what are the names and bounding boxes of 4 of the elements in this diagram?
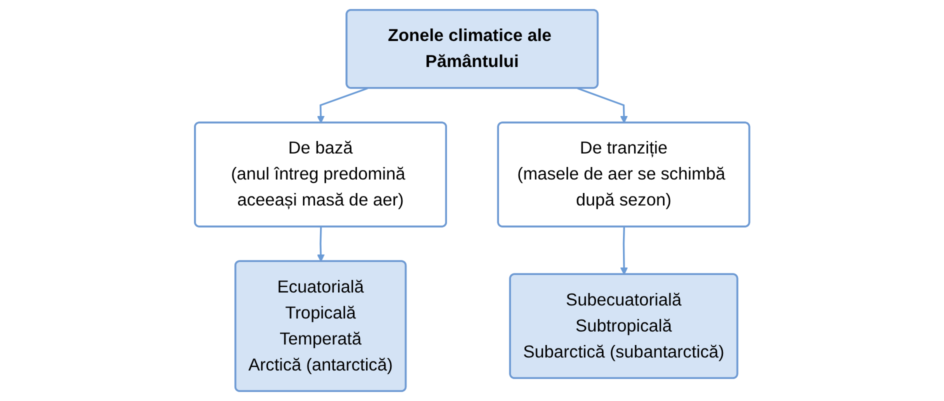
arrow [316, 226, 324, 262]
arrow [620, 226, 628, 275]
arrow [316, 88, 368, 124]
arrow [577, 88, 628, 124]
